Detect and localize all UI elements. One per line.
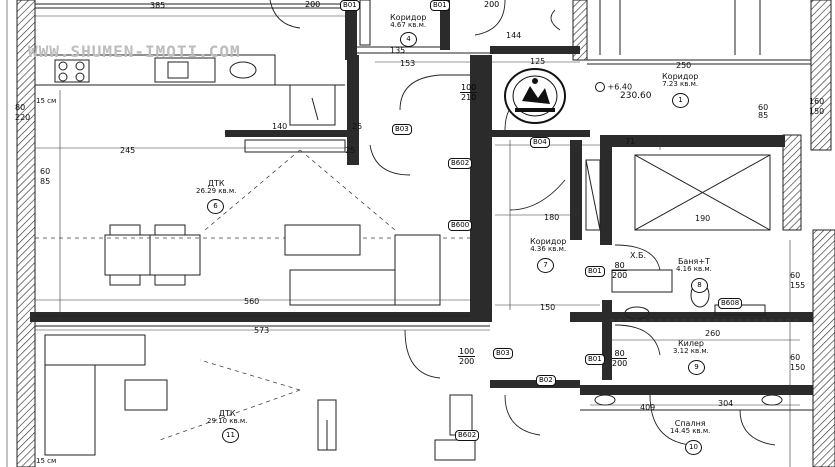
dim-label: 60 <box>758 103 769 112</box>
right-outer-wall-bottom <box>812 229 835 467</box>
dim-label: 150 <box>790 363 806 372</box>
dim-label: 15 см <box>36 97 57 105</box>
wall-stair-left <box>440 0 450 50</box>
equipment-tag: B602 <box>448 158 473 169</box>
room-1-label: Коридор 7.23 кв.м. <box>662 72 699 88</box>
room-9-label: Килер 3.12 кв.м. <box>673 339 709 355</box>
wall-corridor-top <box>490 46 580 54</box>
wall-kitchen-right <box>347 55 359 165</box>
room-8-number: 8 <box>691 278 708 293</box>
dim-label: 220 <box>15 113 31 122</box>
wall-corridor-right <box>570 140 582 240</box>
wall-between-apartments <box>30 312 492 322</box>
wall-lower-corridor <box>490 380 580 388</box>
wall-central-vertical <box>470 55 492 315</box>
wall-bath-top <box>600 135 785 147</box>
room-11-number: 11 <box>222 428 239 443</box>
dim-label: 153 <box>400 59 416 68</box>
equipment-tag: B608 <box>718 298 743 309</box>
dim-label: 60 <box>40 167 51 176</box>
door-label: 200 <box>484 0 500 9</box>
wall-shaft-left <box>600 145 612 245</box>
room-7-label: Коридор 4.36 кв.м. <box>530 237 567 253</box>
dim-label: 409 <box>640 403 656 412</box>
wall-bedroom-top <box>580 385 813 395</box>
left-outer-wall <box>16 0 36 467</box>
dim-label: 125 <box>530 57 546 66</box>
wall-corridor-mid <box>490 130 590 137</box>
room-8-label: Баня+Т 4.16 кв.м. <box>676 257 712 273</box>
dim-label: 560 <box>244 297 260 306</box>
door-code-tag: B01 <box>430 0 450 11</box>
dim-label: 385 <box>150 1 166 10</box>
dim-label: 71 <box>625 137 636 146</box>
dim-label: 85 <box>758 111 769 120</box>
room-7-number: 7 <box>537 258 554 273</box>
wall-bath-bottom <box>570 312 813 322</box>
stair-wall <box>572 0 588 61</box>
dim-label: 573 <box>254 326 270 335</box>
dim-label: 160 <box>809 97 825 106</box>
dim-label: 180 <box>544 213 560 222</box>
dim-label: 304 <box>718 399 734 408</box>
room-9-number: 9 <box>688 360 705 375</box>
dim-label: 25 <box>345 146 356 155</box>
door-code-tag: B01 <box>585 266 605 277</box>
door-label: 200 <box>305 0 321 9</box>
dim-label: 250 <box>676 61 692 70</box>
equipment-tag: B600 <box>448 220 473 231</box>
dim-label: 260 <box>705 329 721 338</box>
elevation-mark: +6.40 <box>595 82 632 92</box>
right-outer-wall-top <box>810 0 832 151</box>
dim-label: 140 <box>272 122 288 131</box>
shaft <box>634 154 771 231</box>
dim-label: 80 <box>15 103 26 112</box>
dim-label: 85 <box>40 177 51 186</box>
door-code-tag: B03 <box>392 124 412 135</box>
room-4-number: 4 <box>400 32 417 47</box>
door-swing <box>269 0 301 29</box>
door-code-tag: B01 <box>585 354 605 365</box>
dim-label: 15 см <box>36 457 57 465</box>
equipment-tag: B602 <box>455 430 480 441</box>
room-6-label: ДТК 26.29 кв.м. <box>196 179 237 195</box>
door-code-tag: B04 <box>530 137 550 148</box>
wall-center-top <box>345 0 357 60</box>
dim-label: 155 <box>790 281 806 290</box>
dim-label: 60 <box>790 353 801 362</box>
door-code-tag: B02 <box>536 375 556 386</box>
dim-label: 190 <box>695 214 711 223</box>
door-code-tag: B01 <box>340 0 360 11</box>
wall-pantry-left <box>602 300 612 380</box>
dining-table <box>104 234 201 276</box>
dim-label: 144 <box>506 31 522 40</box>
right-wall-mid <box>782 134 802 231</box>
room-11-label: ДТК 29.10 кв.м. <box>207 409 248 425</box>
company-seal-logo <box>504 68 566 124</box>
elevation-value: 230.60 <box>620 91 652 101</box>
dim-label: 150 <box>809 107 825 116</box>
door-code-tag: B03 <box>493 348 513 359</box>
dim-label: 25 <box>352 122 363 131</box>
room-10-number: 10 <box>685 440 702 455</box>
room-10-label: Спалня 14.45 кв.м. <box>670 419 711 435</box>
dim-label: 245 <box>120 146 136 155</box>
room-4-label: Коридор 4.67 кв.м. <box>390 13 427 29</box>
site-watermark: WWW.SHUMEN-IMOTI.COM <box>28 42 241 61</box>
room-1-number: 1 <box>672 93 689 108</box>
room-6-number: 6 <box>207 199 224 214</box>
dim-label: 60 <box>790 271 801 280</box>
dim-label: 135 <box>390 46 406 55</box>
xb-label: Х.Б. <box>630 251 647 260</box>
dim-label: 150 <box>540 303 556 312</box>
